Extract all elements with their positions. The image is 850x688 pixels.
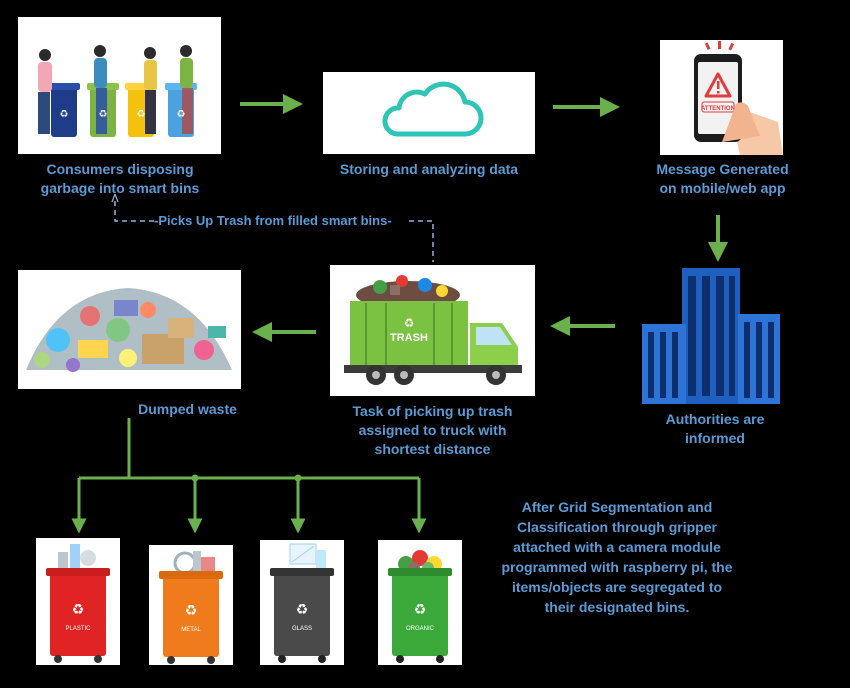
- segregation-note: After Grid Segmentation and Classificati…: [501, 499, 733, 615]
- cloud-storage-image: [323, 72, 535, 154]
- dumped-label: Dumped waste: [138, 401, 237, 417]
- bin-plastic-label: PLASTIC: [65, 626, 91, 632]
- truck-trash-text: TRASH: [390, 332, 428, 344]
- loop-label: -Picks Up Trash from filled smart bins-: [154, 213, 392, 228]
- phone-alert-image: ATTENTION: [660, 40, 783, 155]
- authorities-label: Authorities are informed: [665, 411, 765, 446]
- storage-label: Storing and analyzing data: [339, 161, 519, 177]
- consumers-label: Consumers disposing garbage into smart b…: [40, 161, 200, 196]
- building-icon: [638, 266, 784, 406]
- recycle-icon: ♻: [296, 602, 309, 618]
- svg-text:♻: ♻: [60, 109, 69, 120]
- bin-metal-card: ♻ METAL: [149, 545, 233, 665]
- bin-glass-card: ♻ GLASS: [260, 540, 344, 665]
- message-label: Message Generated on mobile/web app: [656, 161, 789, 196]
- dashed-loop-right: [409, 220, 434, 262]
- warning-icon: [704, 72, 732, 98]
- bin-glass-body: [274, 572, 330, 656]
- bin-plastic-card: ♻ PLASTIC: [36, 538, 120, 665]
- dumped-waste-image: [18, 270, 241, 389]
- bin-metal-label: METAL: [181, 627, 201, 633]
- bin-organic-label: ORGANIC: [406, 626, 435, 632]
- recycle-icon: ♻: [414, 602, 427, 618]
- svg-text:♻: ♻: [137, 109, 146, 120]
- bin-organic-card: ♻ ORGANIC: [378, 540, 462, 665]
- bin-metal-body: [163, 575, 219, 657]
- svg-text:♻: ♻: [99, 109, 108, 120]
- recycle-icon: ♻: [72, 602, 85, 618]
- dashed-loop-left: [115, 198, 154, 222]
- bin-blue-icon: [48, 83, 80, 137]
- recycle-icon: ♻: [185, 603, 198, 619]
- svg-text:♻: ♻: [177, 109, 186, 120]
- garbage-truck-image: ♻ TRASH: [330, 265, 535, 396]
- cloud-icon: [382, 81, 484, 137]
- truck-label: Task of picking up trash assigned to tru…: [352, 403, 513, 457]
- phone-attention-text: ATTENTION: [701, 106, 735, 112]
- bin-glass-label: GLASS: [292, 626, 312, 632]
- svg-text:♻: ♻: [404, 316, 415, 330]
- consumers-image: ♻ ♻ ♻ ♻: [18, 17, 221, 154]
- bin-plastic-body: [50, 572, 106, 656]
- bin-organic-body: [392, 572, 448, 656]
